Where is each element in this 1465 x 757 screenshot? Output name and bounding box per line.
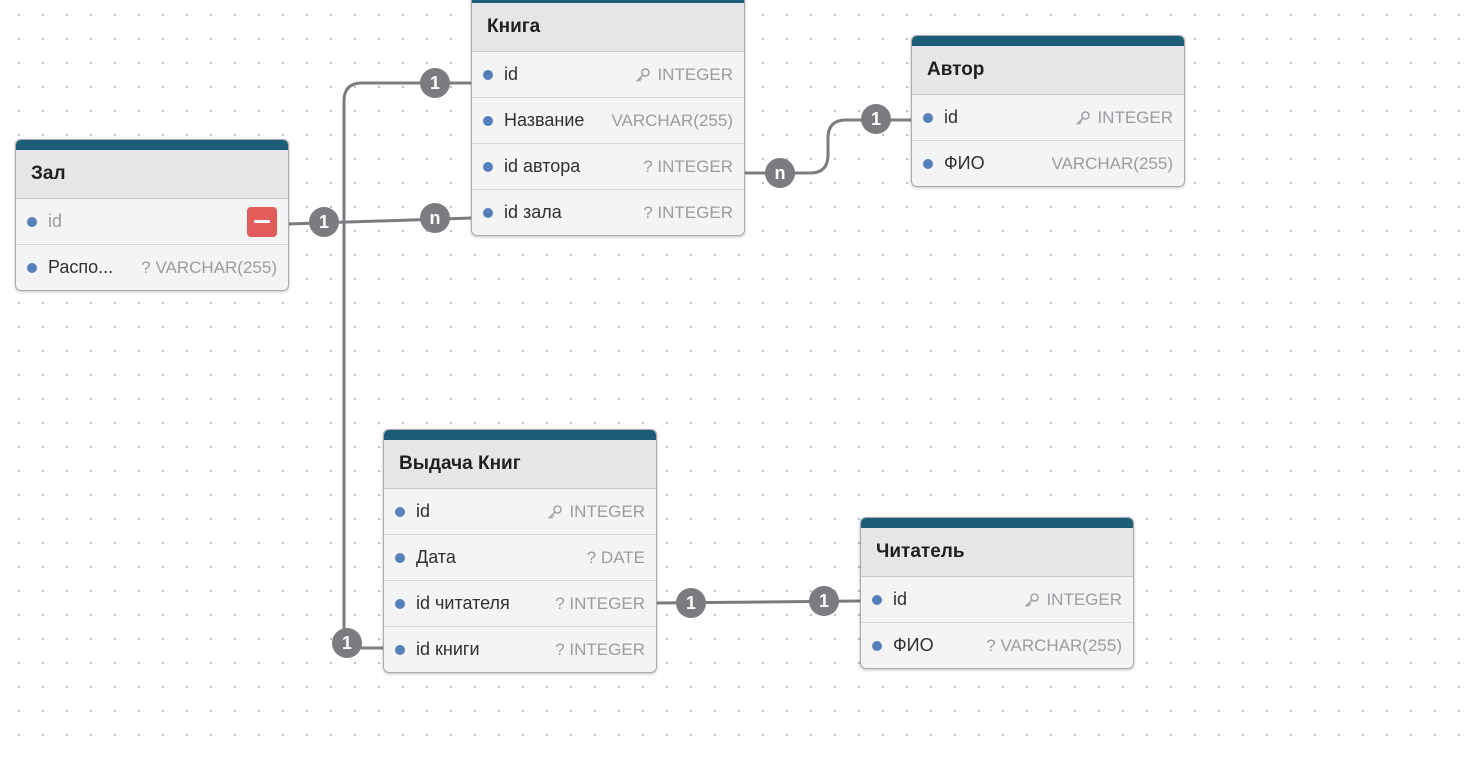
- table-header-bar: [472, 0, 744, 3]
- field-dot: [27, 216, 37, 227]
- field-type: INTEGER: [635, 52, 733, 97]
- field-row-fio[interactable]: ФИО VARCHAR(255): [912, 141, 1184, 186]
- field-type: VARCHAR(255): [611, 98, 733, 143]
- cardinality-badge[interactable]: n: [420, 203, 450, 233]
- table-header-bar: [912, 36, 1184, 46]
- field-name: Название: [504, 110, 585, 130]
- field-dot: [483, 69, 493, 80]
- field-type-label: ? VARCHAR(255): [141, 258, 277, 277]
- field-type-label: INTEGER: [1097, 108, 1173, 127]
- field-dot: [395, 598, 405, 609]
- key-icon: [548, 504, 563, 519]
- field-row-id[interactable]: id INTEGER: [384, 489, 656, 535]
- cardinality-badge[interactable]: n: [765, 158, 795, 188]
- field-row-raspolozhenie[interactable]: Распо... ? VARCHAR(255): [16, 245, 288, 290]
- field-name: id читателя: [416, 593, 510, 613]
- field-type-label: ? VARCHAR(255): [986, 636, 1122, 655]
- field-row-id-chitatelya[interactable]: id читателя ? INTEGER: [384, 581, 656, 627]
- field-name: Дата: [416, 547, 456, 567]
- field-name: Распо...: [48, 257, 114, 277]
- field-name: ФИО: [893, 635, 934, 655]
- field-dot: [395, 644, 405, 655]
- table-zal[interactable]: Зал id Распо... ? VARCHAR(255): [15, 139, 289, 291]
- cardinality-badge[interactable]: 1: [420, 68, 450, 98]
- field-type: ? INTEGER: [555, 627, 645, 672]
- field-type: VARCHAR(255): [1051, 141, 1173, 186]
- cardinality-badge[interactable]: 1: [676, 588, 706, 618]
- field-row-id-knigi[interactable]: id книги ? INTEGER: [384, 627, 656, 672]
- cardinality-badge[interactable]: 1: [332, 628, 362, 658]
- field-name: ФИО: [944, 153, 985, 173]
- field-dot: [27, 262, 37, 273]
- field-row-data[interactable]: Дата ? DATE: [384, 535, 656, 581]
- table-title[interactable]: Автор: [912, 46, 1184, 95]
- field-row-fio[interactable]: ФИО ? VARCHAR(255): [861, 623, 1133, 668]
- field-dot: [483, 161, 493, 172]
- field-dot: [483, 115, 493, 126]
- field-type-label: ? INTEGER: [555, 594, 645, 613]
- key-icon: [636, 67, 651, 82]
- table-kniga[interactable]: Книга id INTEGER Название VARCHAR(255) i…: [471, 0, 745, 236]
- field-dot: [923, 158, 933, 169]
- field-type-label: INTEGER: [569, 502, 645, 521]
- field-type-label: ? DATE: [586, 548, 645, 567]
- field-type: ? DATE: [587, 535, 645, 580]
- field-dot: [395, 552, 405, 563]
- table-vydacha-knig[interactable]: Выдача Книг id INTEGER Дата ? DATE id чи…: [383, 429, 657, 673]
- field-row-id[interactable]: id INTEGER: [912, 95, 1184, 141]
- minus-icon: [254, 220, 270, 223]
- cardinality-badge[interactable]: 1: [809, 586, 839, 616]
- field-row-id[interactable]: id: [16, 199, 288, 245]
- field-row-id-zala[interactable]: id зала ? INTEGER: [472, 190, 744, 235]
- table-header-bar: [384, 430, 656, 440]
- field-type-label: INTEGER: [1046, 590, 1122, 609]
- table-title[interactable]: Зал: [16, 150, 288, 199]
- field-dot: [872, 640, 882, 651]
- field-name: id: [48, 211, 63, 231]
- field-type-label: INTEGER: [657, 65, 733, 84]
- field-name: id автора: [504, 156, 581, 176]
- cardinality-badge[interactable]: 1: [309, 207, 339, 237]
- field-type: ? VARCHAR(255): [141, 245, 277, 290]
- table-header-bar: [861, 518, 1133, 528]
- field-type-label: VARCHAR(255): [611, 111, 733, 130]
- table-title[interactable]: Книга: [472, 3, 744, 52]
- field-dot: [923, 112, 933, 123]
- table-chitatel[interactable]: Читатель id INTEGER ФИО ? VARCHAR(255): [860, 517, 1134, 669]
- field-row-id[interactable]: id INTEGER: [472, 52, 744, 98]
- field-name: id: [944, 107, 959, 127]
- field-type: ? INTEGER: [555, 581, 645, 626]
- cardinality-badge[interactable]: 1: [861, 104, 891, 134]
- table-title[interactable]: Читатель: [861, 528, 1133, 577]
- field-type-label: ? INTEGER: [643, 203, 733, 222]
- field-type: ? INTEGER: [643, 144, 733, 189]
- field-type-label: VARCHAR(255): [1051, 154, 1173, 173]
- key-icon: [1025, 592, 1040, 607]
- field-dot: [483, 207, 493, 218]
- table-title[interactable]: Выдача Книг: [384, 440, 656, 489]
- field-name: id: [893, 589, 908, 609]
- field-dot: [872, 594, 882, 605]
- field-type: INTEGER: [1024, 577, 1122, 622]
- table-avtor[interactable]: Автор id INTEGER ФИО VARCHAR(255): [911, 35, 1185, 187]
- field-row-id[interactable]: id INTEGER: [861, 577, 1133, 623]
- field-name: id: [504, 64, 519, 84]
- field-name: id книги: [416, 639, 480, 659]
- field-type: ? VARCHAR(255): [986, 623, 1122, 668]
- link-kniga-avtor[interactable]: [745, 118, 911, 175]
- delete-field-button[interactable]: [247, 206, 277, 237]
- field-type: ? INTEGER: [643, 190, 733, 235]
- field-row-nazvanie[interactable]: Название VARCHAR(255): [472, 98, 744, 144]
- field-name: id: [416, 501, 431, 521]
- field-name: id зала: [504, 202, 562, 222]
- field-dot: [395, 506, 405, 517]
- key-icon: [1076, 110, 1091, 125]
- field-type-label: ? INTEGER: [555, 640, 645, 659]
- field-type: INTEGER: [1075, 95, 1173, 140]
- table-header-bar: [16, 140, 288, 150]
- field-row-id-avtora[interactable]: id автора ? INTEGER: [472, 144, 744, 190]
- field-type-label: ? INTEGER: [643, 157, 733, 176]
- field-type: INTEGER: [547, 489, 645, 534]
